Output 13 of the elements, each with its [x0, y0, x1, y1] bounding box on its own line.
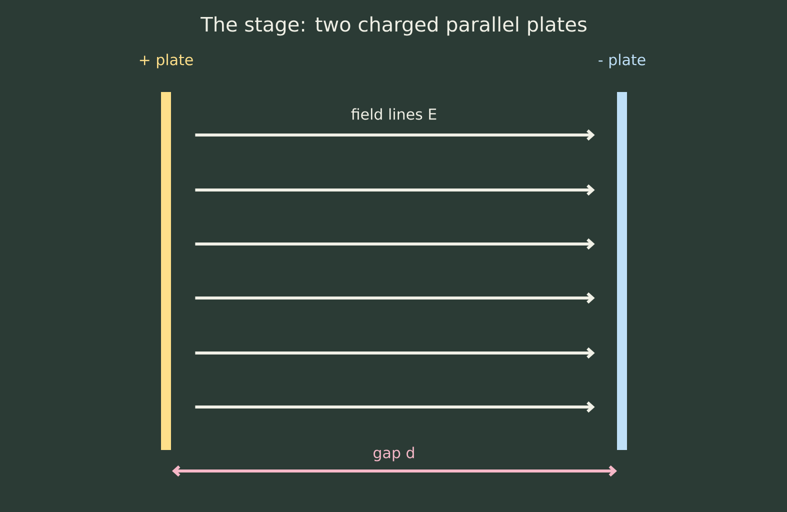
field-line-arrow: [195, 401, 595, 413]
field-line-arrow: [195, 184, 595, 196]
node-label: + plate: [140, 54, 193, 68]
field-line-arrow: [195, 129, 595, 141]
field-line-arrow: [195, 238, 595, 250]
dimension-label: gap d: [374, 446, 414, 462]
field-line-arrow: [195, 292, 595, 304]
plate: - plate: [598, 54, 646, 450]
plate: + plate: [140, 54, 193, 450]
diagram-title: The stage: two charged parallel plates: [200, 16, 586, 36]
node-label: - plate: [598, 54, 646, 68]
edge-label: field lines E: [350, 107, 438, 121]
field-line-arrow: [195, 347, 595, 359]
